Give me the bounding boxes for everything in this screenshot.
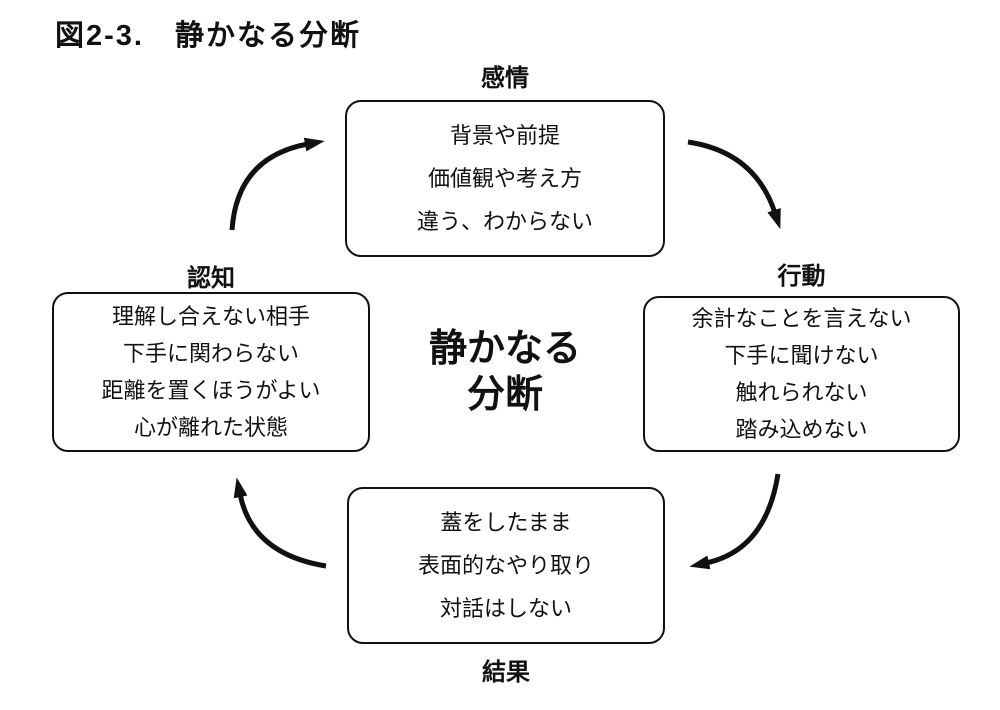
label-emotion: 感情: [481, 65, 529, 92]
node-line: 価値観や考え方: [427, 166, 582, 191]
node-line: 背景や前提: [449, 123, 560, 148]
arrow-result-to-cognition: [233, 477, 327, 569]
node-line: 踏み込めない: [735, 417, 868, 442]
arrow-action-to-result: [689, 473, 781, 570]
center-title-line1: 静かなる: [428, 328, 581, 370]
node-line: 対話はしない: [439, 596, 572, 621]
label-action: 行動: [777, 263, 826, 290]
node-line: 理解し合えない相手: [111, 304, 310, 329]
node-line: 下手に関わらない: [122, 341, 299, 366]
center-title: 静かなる 分断: [345, 326, 665, 418]
node-emotion: 背景や前提 価値観や考え方 違う、わからない: [345, 100, 665, 257]
label-cognition: 認知: [187, 265, 235, 292]
node-line: 距離を置くほうがよい: [101, 378, 321, 403]
center-title-line2: 分断: [466, 374, 543, 416]
node-result: 蓋をしたまま 表面的なやり取り 対話はしない: [347, 487, 665, 644]
node-line: 違う、わからない: [416, 209, 593, 234]
node-line: 心が離れた状態: [133, 415, 288, 440]
arrow-cognition-to-emotion: [229, 137, 325, 231]
node-line: 下手に聞けない: [724, 343, 879, 368]
arrow-emotion-to-action: [687, 139, 781, 230]
node-line: 表面的なやり取り: [417, 553, 594, 578]
node-line: 蓋をしたまま: [440, 510, 572, 535]
node-action: 余計なことを言えない 下手に聞けない 触れられない 踏み込めない: [643, 296, 960, 452]
figure-title: 図2-3. 静かなる分断: [55, 20, 361, 52]
node-line: 触れられない: [735, 380, 868, 405]
node-line: 余計なことを言えない: [691, 306, 912, 331]
node-cognition: 理解し合えない相手 下手に関わらない 距離を置くほうがよい 心が離れた状態: [52, 292, 370, 452]
label-result: 結果: [482, 659, 530, 686]
